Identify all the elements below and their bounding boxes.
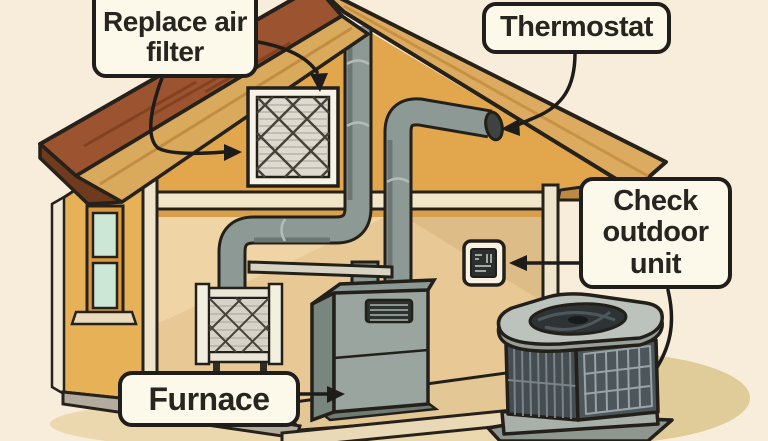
return-duct <box>220 26 370 300</box>
eave-tip <box>38 142 124 206</box>
window-pane-bottom <box>91 261 119 310</box>
arrow-to-furnace-icon <box>327 386 345 403</box>
window-pane-top <box>91 211 119 259</box>
label-replace-air-filter-text: Replace air filter <box>103 6 247 67</box>
duct-vent-outlet <box>484 110 504 142</box>
outdoor-condenser-unit <box>486 292 674 441</box>
window <box>70 204 138 326</box>
furnace-vent <box>364 298 414 324</box>
furnace-unit <box>310 278 440 423</box>
label-check-outdoor-unit: Check outdoor unit <box>579 177 732 289</box>
thin-pipe <box>247 260 394 279</box>
line-to-filter-side <box>149 76 226 156</box>
arrow-to-duct-outlet-icon <box>501 119 520 136</box>
furnace-panel-seam <box>333 348 429 360</box>
filter-leg <box>260 360 267 374</box>
label-replace-air-filter: Replace air filter <box>92 0 258 78</box>
arrow-to-thermostat-icon <box>509 255 527 271</box>
thermostat-device <box>462 239 506 287</box>
corner-trim <box>50 194 66 397</box>
air-filter-small <box>194 282 284 374</box>
label-check-outdoor-unit-text: Check outdoor unit <box>602 185 709 280</box>
ductwork <box>217 26 504 300</box>
label-thermostat-text: Thermostat <box>500 11 653 44</box>
arrow-to-filter-side-icon <box>224 144 242 161</box>
line-to-filter-top <box>256 40 319 74</box>
thermostat-screen <box>470 248 497 278</box>
label-furnace-text: Furnace <box>148 380 270 417</box>
window-sill <box>70 310 138 326</box>
air-filter-large <box>246 86 340 188</box>
fan-hub <box>568 316 588 324</box>
label-furnace: Furnace <box>118 371 300 427</box>
filter-lattice <box>256 96 330 178</box>
filter-leg <box>213 360 220 374</box>
furnace-top <box>310 278 438 306</box>
supply-duct <box>386 100 492 295</box>
arrow-to-filter-top-icon <box>310 73 328 92</box>
label-thermostat: Thermostat <box>482 2 671 54</box>
